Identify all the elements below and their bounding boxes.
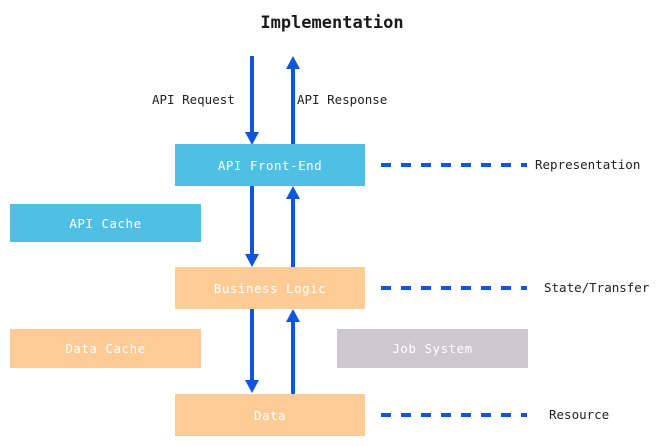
node-api-cache[interactable]: API Cache bbox=[10, 204, 201, 242]
side-label-resource: Resource bbox=[549, 407, 610, 422]
node-label: Data bbox=[253, 407, 287, 423]
arrow-shaft bbox=[291, 321, 295, 394]
node-api-front-end[interactable]: API Front-End bbox=[175, 144, 365, 186]
edge-label-api-response: API Response bbox=[297, 92, 388, 107]
arrow-head-up-icon bbox=[286, 56, 300, 69]
node-data[interactable]: Data bbox=[175, 394, 365, 436]
dashed-connector-resource bbox=[381, 413, 527, 417]
arrow-head-down-icon bbox=[245, 254, 259, 267]
edge-label-api-request: API Request bbox=[152, 92, 235, 107]
arrow-shaft bbox=[250, 56, 254, 134]
node-label: API Front-End bbox=[217, 157, 323, 173]
node-label: Business Logic bbox=[213, 280, 327, 296]
arrow-head-up-icon bbox=[286, 309, 300, 322]
arrow-head-up-icon bbox=[286, 186, 300, 199]
node-label: API Cache bbox=[69, 215, 142, 231]
node-label: Data Cache bbox=[65, 341, 146, 356]
dashed-connector-state-transfer bbox=[381, 286, 527, 290]
arrow-shaft bbox=[250, 186, 254, 256]
node-label: Job System bbox=[392, 341, 473, 356]
dashed-connector-representation bbox=[381, 163, 527, 167]
side-label-state-transfer: State/Transfer bbox=[544, 280, 650, 295]
page-title: Implementation bbox=[260, 13, 404, 33]
arrow-shaft bbox=[291, 198, 295, 268]
arrow-shaft bbox=[250, 309, 254, 382]
node-business-logic[interactable]: Business Logic bbox=[175, 267, 365, 309]
arrow-head-down-icon bbox=[245, 380, 259, 393]
node-job-system[interactable]: Job System bbox=[337, 329, 528, 368]
side-label-representation: Representation bbox=[535, 157, 641, 172]
arrow-shaft bbox=[291, 68, 295, 146]
node-data-cache[interactable]: Data Cache bbox=[10, 329, 201, 368]
arrow-head-down-icon bbox=[245, 132, 259, 145]
